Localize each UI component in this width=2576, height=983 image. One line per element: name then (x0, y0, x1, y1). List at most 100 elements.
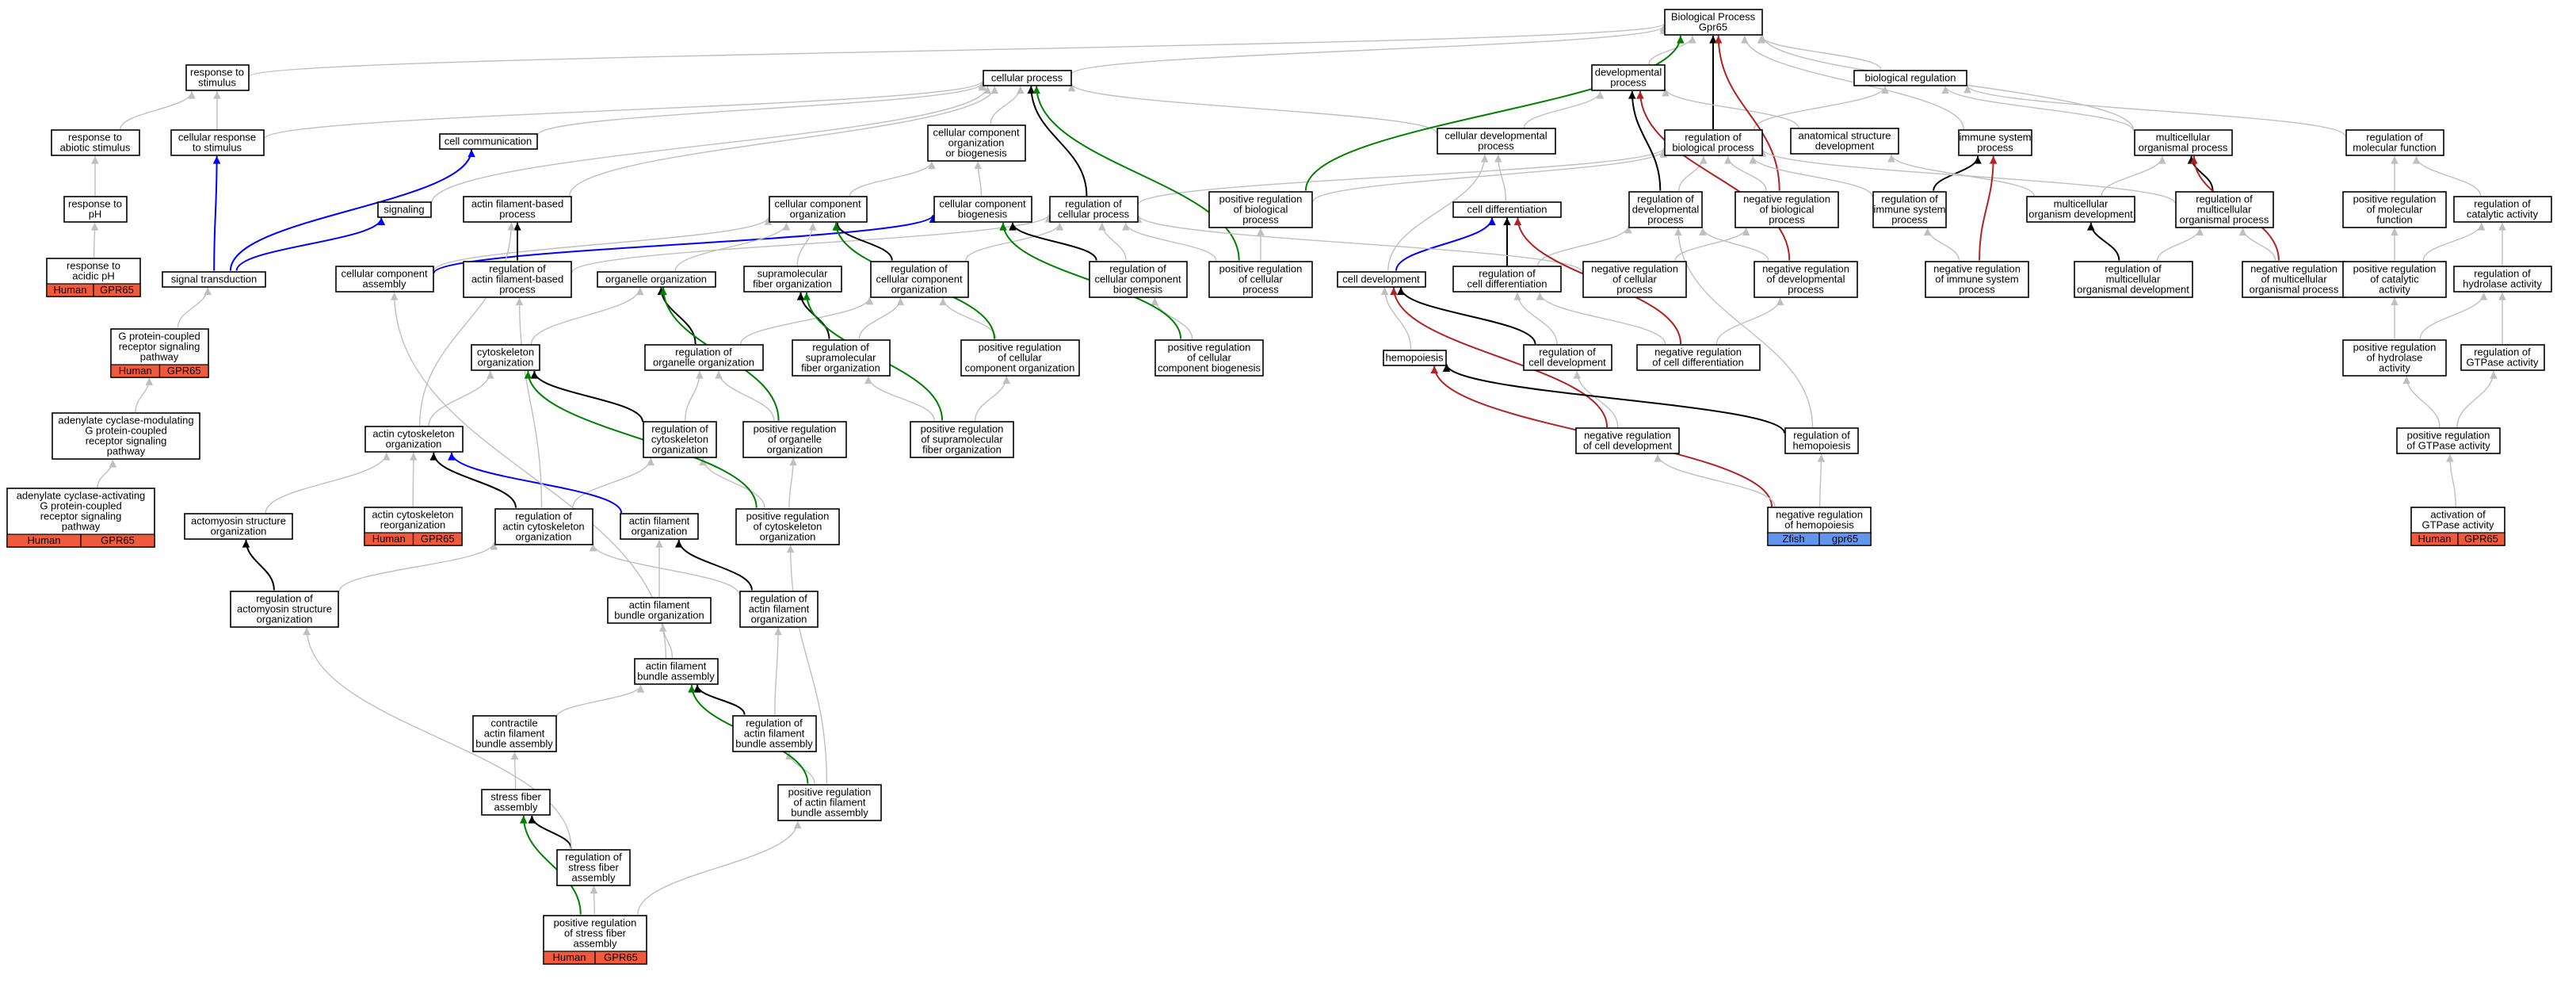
go-term-cdiff[interactable]: cell differentiation (1452, 201, 1562, 218)
term-label-line: process (1478, 140, 1514, 152)
go-term-oo[interactable]: organelle organization (597, 271, 716, 288)
term-label-line: function (2376, 214, 2413, 226)
term-label-line: receptor signaling (119, 341, 200, 353)
go-term-cc[interactable]: cell communication (439, 133, 538, 150)
go-term-sig[interactable]: signaling (377, 201, 432, 218)
term-label-line: process (1647, 214, 1684, 226)
go-term-cp[interactable]: cellular process (983, 70, 1072, 86)
term-label-line: regulation of (812, 342, 869, 354)
go-term-hemo[interactable]: hemopoiesis (1383, 350, 1447, 366)
edge-rmod-to-rmop (2157, 228, 2204, 261)
go-term-st[interactable]: signal transduction (162, 271, 266, 288)
edge-proo-to-roo (715, 370, 775, 421)
term-label-line: adenylate cyclase-activating (17, 490, 146, 502)
edge-sfo-to-cco (796, 222, 817, 266)
edge-rccb-to-rcp (1097, 222, 1127, 261)
go-term-cdev[interactable]: cell development (1337, 271, 1426, 288)
edge-nrhemo-to-nrcdev (1654, 453, 1776, 507)
term-box (792, 339, 891, 377)
term-label-line: regulation of (2474, 268, 2531, 280)
go-term-breg[interactable]: biological regulation (1853, 70, 1967, 86)
term-label-line: GTPase activity (2466, 357, 2539, 369)
term-box (2342, 261, 2447, 298)
